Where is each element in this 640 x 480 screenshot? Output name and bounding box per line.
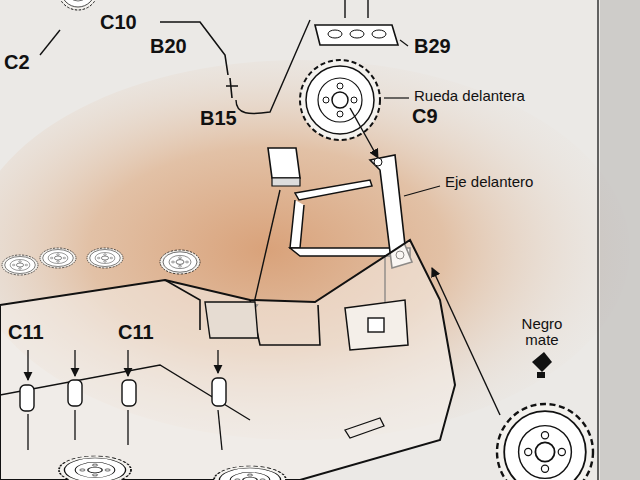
part-number: B15 [200,108,237,129]
part-number: B20 [150,36,187,57]
part-number: C9 [412,106,438,127]
part-name: Rueda delantera [414,88,525,104]
paint-note: Negro mate [512,316,572,348]
part-name: Eje delantero [445,174,533,190]
part-number: C11 [118,322,154,343]
part-number: C11 [8,322,44,343]
part-number: C2 [4,52,30,73]
part-number: B29 [414,36,451,57]
part-number: C10 [100,12,137,33]
